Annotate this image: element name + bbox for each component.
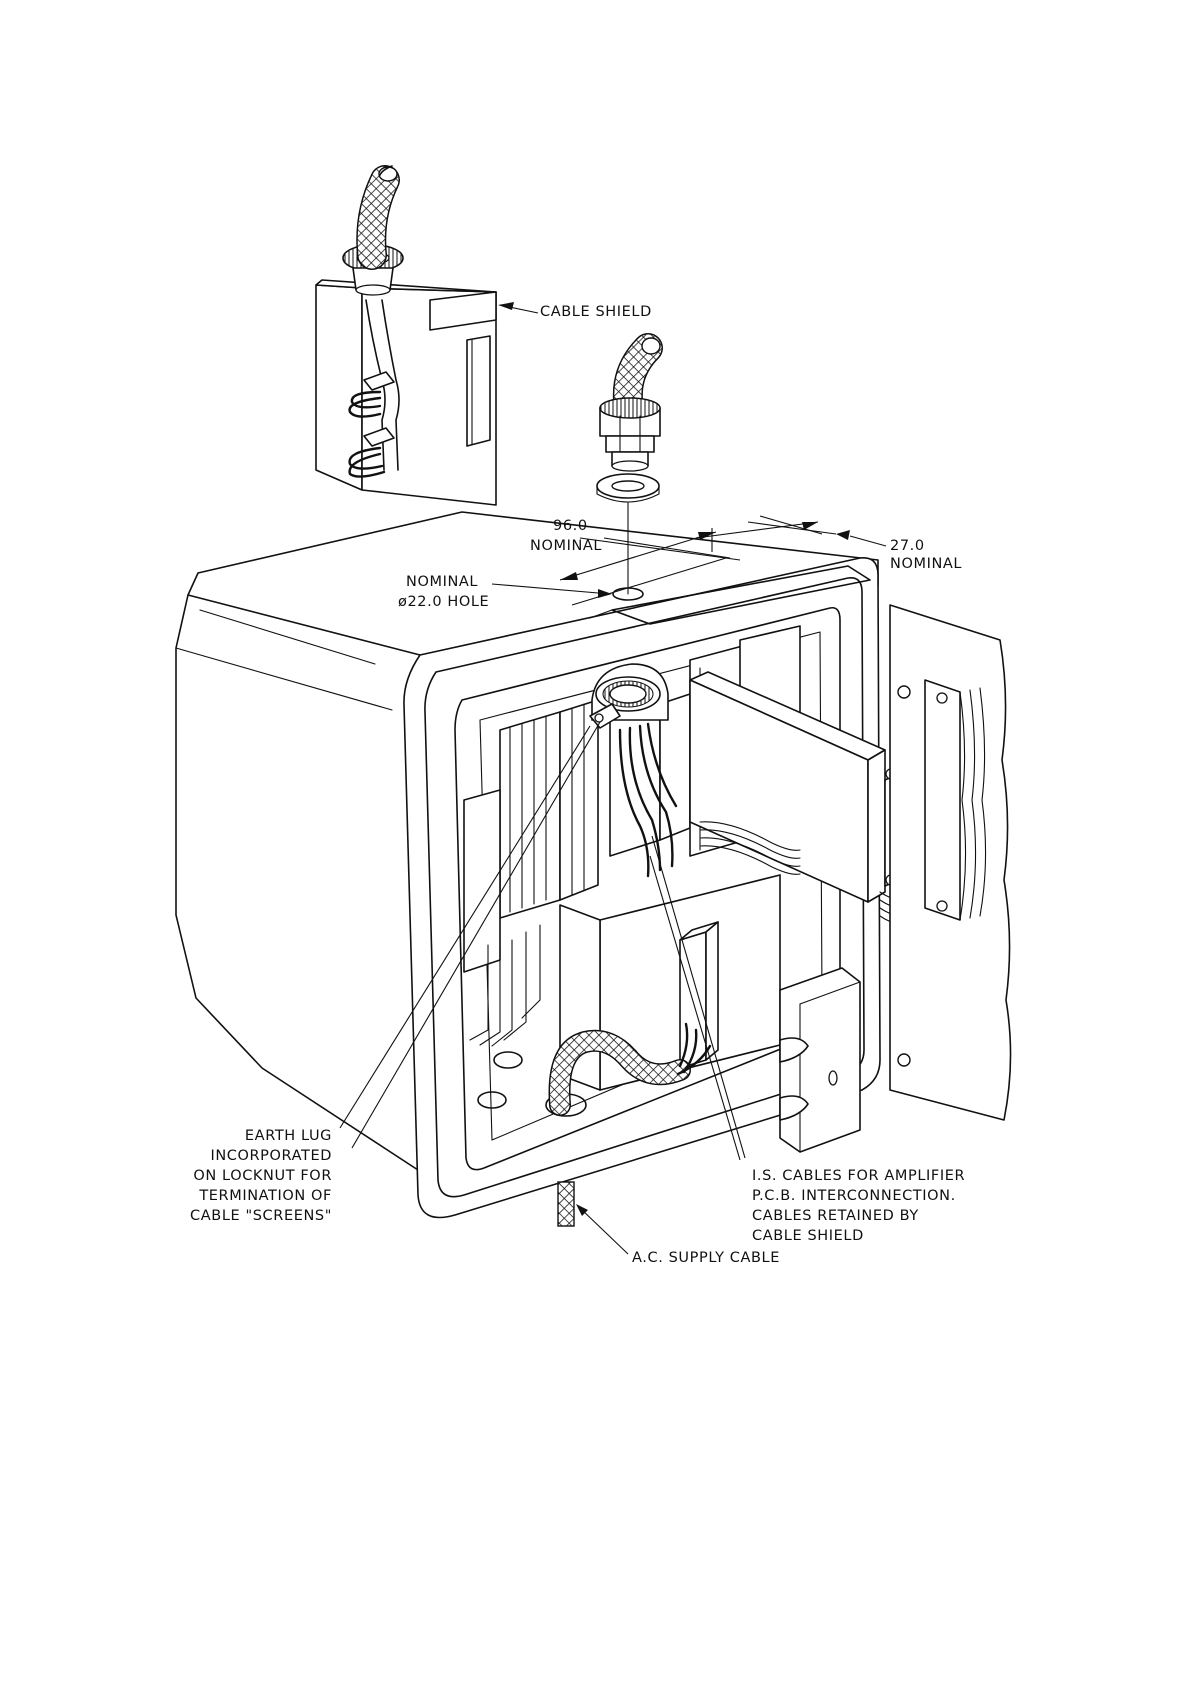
label-earth-lug-line1: EARTH LUG: [245, 1128, 332, 1144]
label-is-cables-line4: CABLE SHIELD: [752, 1228, 864, 1244]
label-earth-lug-line4: TERMINATION OF: [198, 1188, 332, 1204]
label-is-cables-line2: P.C.B. INTERCONNECTION.: [752, 1188, 956, 1204]
u-bracket: [780, 968, 860, 1152]
label-cable-shield: CABLE SHIELD: [540, 304, 652, 320]
label-is-cables-line3: CABLES RETAINED BY: [752, 1208, 919, 1224]
label-earth-lug: EARTH LUG INCORPORATED ON LOCKNUT FOR TE…: [190, 1128, 332, 1224]
leader-hole: [492, 584, 612, 598]
label-earth-lug-line3: ON LOCKNUT FOR: [193, 1168, 332, 1184]
label-earth-lug-line5: CABLE "SCREENS": [190, 1208, 332, 1224]
label-hole-line2: ø22.0 HOLE: [398, 594, 489, 610]
leader-cable-shield: [498, 302, 538, 313]
loose-cable-gland: [597, 338, 660, 502]
label-ac-supply: A.C. SUPPLY CABLE: [632, 1250, 780, 1266]
label-hole-line1: NOMINAL: [406, 574, 478, 590]
ac-supply-cable-stub: [558, 1182, 574, 1226]
label-is-cables: I.S. CABLES FOR AMPLIFIER P.C.B. INTERCO…: [752, 1168, 965, 1244]
label-dim-27-value: 27.0: [890, 538, 925, 554]
label-dim-96-note: NOMINAL: [530, 538, 602, 554]
gland-hole: [613, 502, 643, 600]
label-dim-96-value: 96.0: [553, 518, 588, 534]
side-terminal-panel: [890, 605, 1011, 1120]
cable-shield-assembly: [316, 166, 496, 505]
leader-ac-supply: [576, 1204, 628, 1254]
label-is-cables-line1: I.S. CABLES FOR AMPLIFIER: [752, 1168, 965, 1184]
label-earth-lug-line2: INCORPORATED: [210, 1148, 332, 1164]
label-dim-27-note: NOMINAL: [890, 556, 962, 572]
